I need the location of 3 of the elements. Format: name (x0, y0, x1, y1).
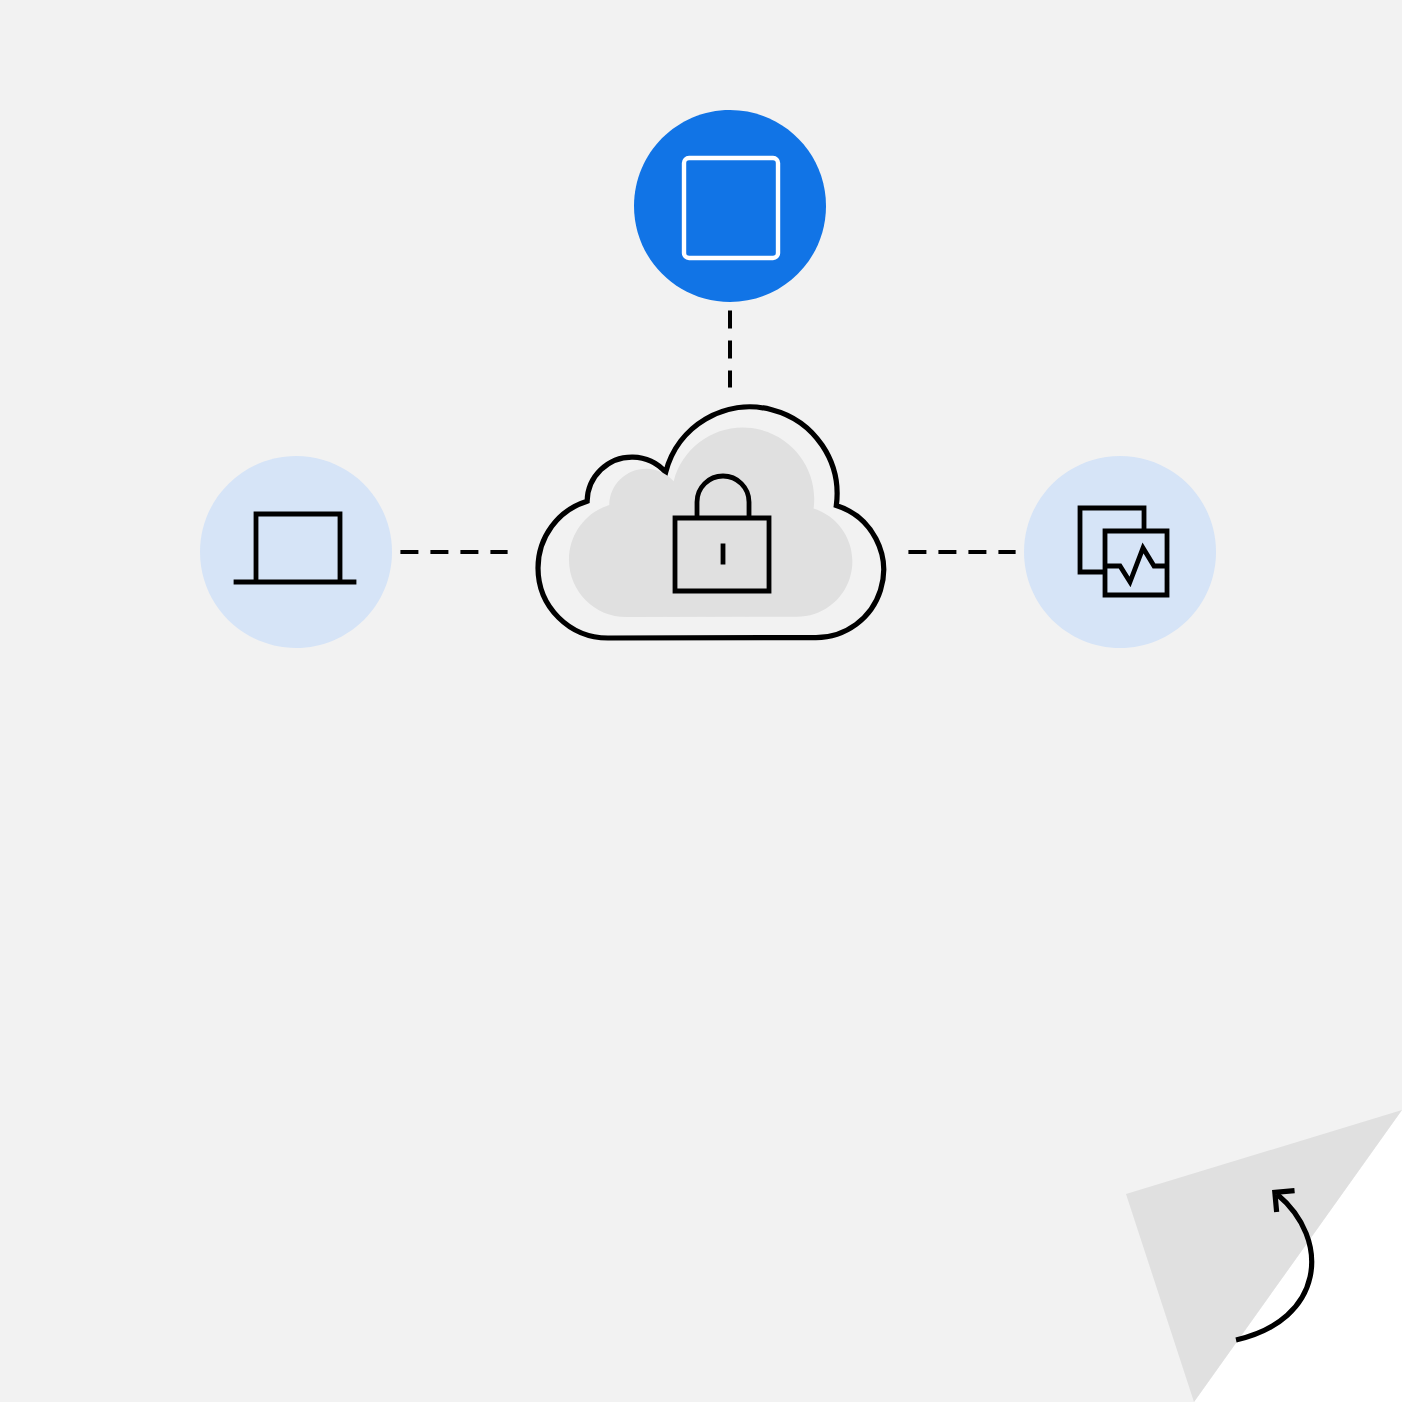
connector-line (400, 550, 508, 554)
connector-line (908, 550, 1016, 554)
connector-line (728, 310, 732, 388)
